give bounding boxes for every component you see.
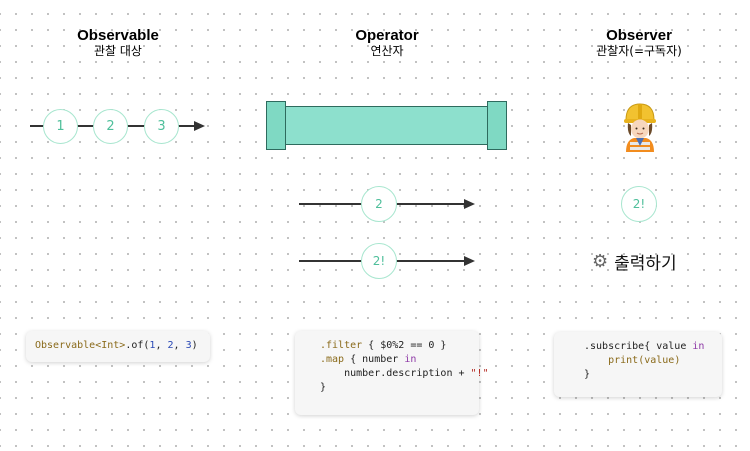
operator-pipe-left-cap bbox=[266, 101, 286, 150]
code-map-str: "!" bbox=[470, 368, 489, 379]
observer-code-line-3: } bbox=[584, 368, 722, 382]
operator-code-line-4: } bbox=[320, 381, 479, 395]
code-map-in: in bbox=[404, 354, 417, 365]
observer-code-line-2: print(value) bbox=[584, 354, 722, 368]
observable-code-card: Observable<Int>.of(1, 2, 3) bbox=[26, 331, 210, 362]
operator-code-card: .filter { $0%2 == 0 } .map { number in n… bbox=[295, 331, 489, 415]
operator-pipe-right-cap bbox=[487, 101, 507, 150]
code-arg-1: 1 bbox=[149, 340, 156, 351]
code-filter-kw: .filter bbox=[320, 340, 363, 351]
operator-code-line-3: number.description + "!" bbox=[320, 367, 489, 381]
stream-marble-3: 3 bbox=[144, 109, 179, 144]
map-result-marble: 2! bbox=[361, 243, 397, 279]
observer-code-card: .subscribe{ value in print(value) } bbox=[554, 332, 722, 397]
stream-marble-2: 2 bbox=[93, 109, 128, 144]
construction-worker-icon bbox=[624, 103, 656, 152]
observer-title-ko: 관찰자(=구독자) bbox=[596, 44, 682, 58]
operator-pipe-body bbox=[285, 106, 488, 145]
code-generic: <Int> bbox=[95, 340, 126, 351]
operator-title-ko: 연산자 bbox=[370, 44, 404, 58]
observer-title: Observer 관찰자(=구독자) bbox=[539, 27, 739, 59]
gear-icon: ⚙ bbox=[592, 251, 609, 272]
observable-title: Observable 관찰 대상 bbox=[18, 27, 218, 59]
operator-title: Operator 연산자 bbox=[287, 27, 487, 59]
map-output-arrowhead bbox=[464, 256, 475, 266]
stream-marble-1: 1 bbox=[43, 109, 78, 144]
code-subscribe: .subscribe{ value bbox=[584, 341, 693, 352]
code-filter-body: { $0%2 == 0 } bbox=[362, 340, 447, 351]
code-subscribe-in: in bbox=[692, 341, 705, 352]
observable-title-ko: 관찰 대상 bbox=[94, 44, 142, 58]
operator-code-line-2: .map { number in bbox=[320, 353, 479, 367]
observable-title-en: Observable bbox=[77, 27, 159, 44]
observer-received-marble: 2! bbox=[621, 186, 657, 222]
code-arg-3: 3 bbox=[185, 340, 192, 351]
code-map-open: { number bbox=[344, 354, 405, 365]
code-subscribe-close: } bbox=[584, 369, 591, 380]
code-map-line2: number.description + bbox=[344, 368, 471, 379]
code-map-kw: .map bbox=[320, 354, 345, 365]
observer-title-en: Observer bbox=[606, 27, 672, 44]
observable-stream-arrowhead bbox=[194, 121, 205, 131]
code-close-paren: ) bbox=[191, 340, 198, 351]
observer-code-line-1: .subscribe{ value in bbox=[584, 340, 722, 354]
code-arg-2: 2 bbox=[167, 340, 174, 351]
code-print: print(value) bbox=[608, 355, 681, 366]
filter-output-arrowhead bbox=[464, 199, 475, 209]
print-action: ⚙ 출력하기 bbox=[592, 249, 677, 274]
operator-code-line-1: .filter { $0%2 == 0 } bbox=[320, 339, 479, 353]
operator-title-en: Operator bbox=[355, 27, 419, 44]
observable-code-line: Observable<Int>.of(1, 2, 3) bbox=[35, 340, 198, 351]
print-action-label: 출력하기 bbox=[614, 254, 677, 274]
code-type-name: Observable bbox=[35, 340, 96, 351]
code-of-call: .of( bbox=[125, 340, 150, 351]
code-map-close: } bbox=[320, 382, 327, 393]
filter-result-marble: 2 bbox=[361, 186, 397, 222]
